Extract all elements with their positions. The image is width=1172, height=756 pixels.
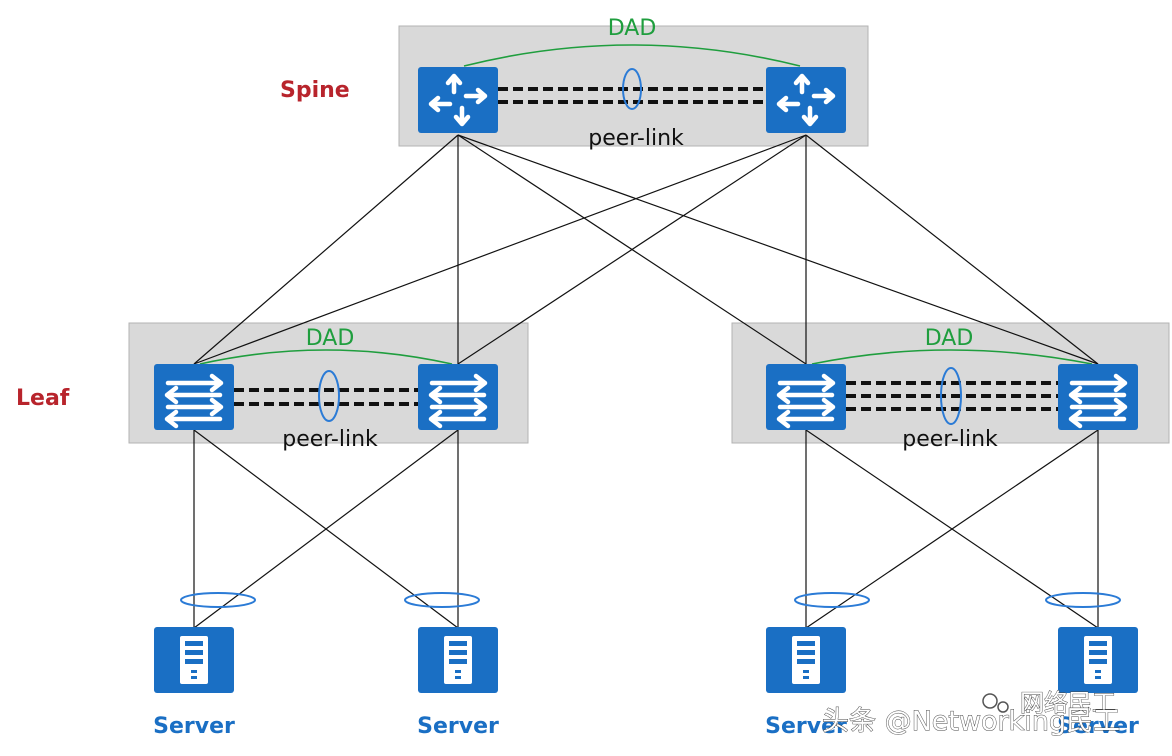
leaf-right-peer-link-label: peer-link	[902, 427, 998, 452]
leaf-right-peer-link-ring	[940, 367, 962, 425]
link-spine2-leaf4	[805, 134, 1099, 365]
server2-label: Server	[417, 714, 499, 739]
spine-leaf-links	[193, 134, 1099, 365]
link-spine1-leaf1	[193, 134, 459, 365]
leaf-tier-label: Leaf	[16, 386, 70, 411]
spine-peer-link-label: peer-link	[588, 126, 684, 151]
watermark-logo-icon	[982, 693, 1009, 713]
leaf4-switch-icon	[1058, 364, 1138, 430]
spine-dad-label: DAD	[608, 16, 657, 41]
leaf-right-dad-label: DAD	[925, 326, 974, 351]
server3-lag-ring	[794, 592, 870, 608]
server2-lag-ring	[404, 592, 480, 608]
server4-icon	[1058, 627, 1138, 693]
leaf-right-dad-arc	[811, 349, 1093, 365]
server3-icon	[766, 627, 846, 693]
server4-label: Server	[1057, 714, 1139, 739]
leaf2-switch-icon	[418, 364, 498, 430]
watermark: 网络民工 头条 @Networking民工	[822, 689, 1121, 738]
spine1-router-icon	[418, 67, 498, 133]
leaf-left-peer-link-label: peer-link	[282, 427, 378, 452]
spine-dad-arc	[463, 44, 801, 67]
server2-icon	[418, 627, 498, 693]
server1-label: Server	[153, 714, 235, 739]
server1-lag-ring	[180, 592, 256, 608]
spine2-router-icon	[766, 67, 846, 133]
leaf3-switch-icon	[766, 364, 846, 430]
leaf1-switch-icon	[154, 364, 234, 430]
leaf-left-dad-arc	[199, 349, 453, 365]
server4-lag-ring	[1045, 592, 1121, 608]
spine-peer-link-ring	[622, 68, 642, 110]
server1-icon	[154, 627, 234, 693]
server3-label: Server	[765, 714, 847, 739]
link-spine2-leaf2	[457, 134, 807, 365]
link-spine2-leaf1	[193, 134, 807, 365]
watermark-logo-text: 网络民工	[1020, 689, 1116, 717]
leaf-server-links	[193, 429, 1099, 629]
leaf-left-dad-label: DAD	[306, 326, 355, 351]
spine-tier-label: Spine	[280, 78, 350, 103]
watermark-text: 头条 @Networking民工	[822, 706, 1120, 737]
link-spine1-leaf4	[457, 134, 1099, 365]
leaf-left-peer-link-ring	[318, 370, 340, 422]
